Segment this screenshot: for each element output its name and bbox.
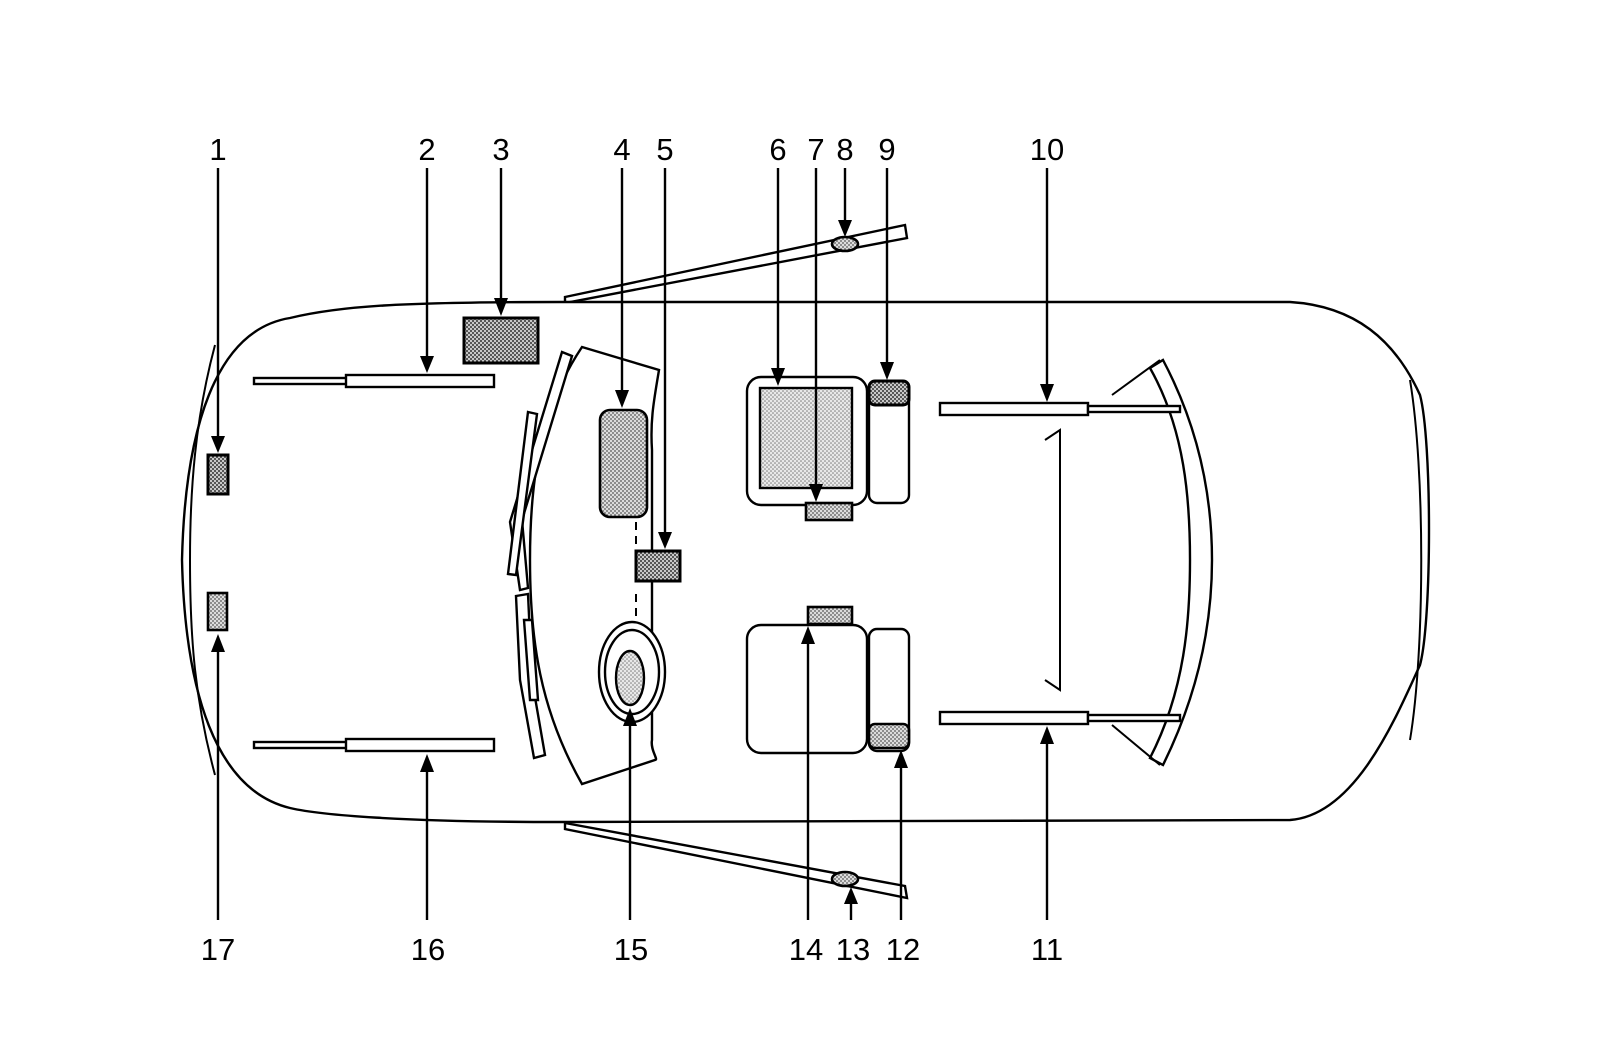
- door-sill-front-right: [252, 737, 496, 753]
- callout-7: 7: [807, 132, 824, 167]
- component-3-module: [462, 316, 540, 365]
- steering-wheel: [597, 620, 667, 724]
- component-1-sensor: [206, 453, 230, 496]
- leaders: [211, 168, 1054, 920]
- component-14-sensor: [806, 605, 854, 626]
- callout-11: 11: [1031, 932, 1063, 967]
- component-7-sensor: [804, 501, 854, 522]
- rear-bumper-line: [1409, 379, 1423, 741]
- component-12-belt: [867, 722, 911, 750]
- antenna-strip-top: [563, 223, 909, 305]
- callout-3: 3: [492, 132, 509, 167]
- callout-17: 17: [201, 932, 235, 967]
- component-4-airbag: [598, 408, 649, 519]
- callout-13: 13: [836, 932, 870, 967]
- component-8-sensor: [830, 235, 860, 253]
- callout-6: 6: [769, 132, 786, 167]
- door-sill-rear-left: [938, 401, 1182, 417]
- callout-1: 1: [209, 132, 226, 167]
- callout-16: 16: [411, 932, 445, 967]
- door-sill-front-left: [252, 373, 496, 389]
- callout-5: 5: [656, 132, 673, 167]
- callout-14: 14: [789, 932, 823, 967]
- callout-15: 15: [614, 932, 648, 967]
- antenna-strip-bottom: [563, 821, 909, 900]
- component-13-sensor: [830, 870, 860, 888]
- callout-8: 8: [836, 132, 853, 167]
- component-9-belt: [867, 379, 911, 407]
- door-sill-rear-right: [938, 710, 1182, 726]
- callout-9: 9: [878, 132, 895, 167]
- callout-2: 2: [418, 132, 435, 167]
- front-bumper-line: [188, 344, 216, 776]
- callout-12: 12: [886, 932, 920, 967]
- component-5-module: [634, 549, 682, 583]
- callout-labels: 1 2 3 4 5 6 7 8 9 10 11 12 13 14 15 16 1…: [201, 132, 1064, 967]
- rear-window-frame: [1044, 359, 1161, 766]
- vehicle-body-outline: [180, 300, 1431, 824]
- component-17-sensor: [206, 591, 229, 632]
- rear-window: [1148, 358, 1214, 767]
- callout-4: 4: [613, 132, 630, 167]
- wiper-arm-left: [506, 350, 574, 592]
- callout-10: 10: [1030, 132, 1064, 167]
- wiper-arm-right: [514, 592, 547, 760]
- seat-passenger: [745, 375, 911, 507]
